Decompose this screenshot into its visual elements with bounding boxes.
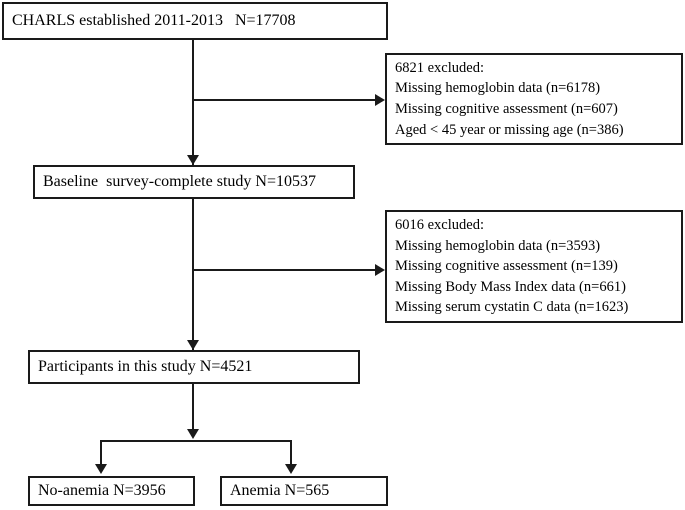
connector-included-to-fork <box>192 384 194 429</box>
excluded-2-line-4: Missing Body Mass Index data (n=661) <box>395 278 626 295</box>
fork-arm-left <box>100 440 102 466</box>
arrowhead-into-fork <box>187 429 199 439</box>
connector-baseline-to-included <box>192 199 194 350</box>
node-anemia: Anemia N=565 <box>220 476 388 506</box>
arrowhead-into-baseline <box>187 155 199 165</box>
arrowhead-into-included <box>187 340 199 350</box>
excluded-1-line-2: Missing hemoglobin data (n=6178) <box>395 80 601 97</box>
excluded-1-line-1: 6821 excluded: <box>395 59 484 76</box>
excluded-2-line-2: Missing hemoglobin data (n=3593) <box>395 237 601 254</box>
arrowhead-into-anemia <box>285 464 297 474</box>
node-baseline-label: Baseline survey-complete study N=10537 <box>43 172 316 190</box>
node-excluded-2: 6016 excluded: Missing hemoglobin data (… <box>385 210 683 323</box>
node-baseline: Baseline survey-complete study N=10537 <box>33 165 355 199</box>
node-excluded-1: 6821 excluded: Missing hemoglobin data (… <box>385 53 683 145</box>
excluded-2-line-5: Missing serum cystatin C data (n=1623) <box>395 299 629 316</box>
connector-cohort-to-excluded-1 <box>192 99 378 101</box>
node-cohort: CHARLS established 2011-2013 N=17708 <box>2 2 388 40</box>
excluded-2-line-3: Missing cognitive assessment (n=139) <box>395 258 618 275</box>
fork-arm-right <box>290 440 292 466</box>
node-no-anemia-label: No-anemia N=3956 <box>38 481 166 499</box>
arrowhead-into-no-anemia <box>95 464 107 474</box>
excluded-1-line-4: Aged < 45 year or missing age (n=386) <box>395 121 624 138</box>
node-included: Participants in this study N=4521 <box>28 350 360 384</box>
fork-horizontal-bar <box>100 440 292 442</box>
excluded-2-line-1: 6016 excluded: <box>395 217 484 234</box>
connector-cohort-to-baseline <box>192 40 194 165</box>
node-anemia-label: Anemia N=565 <box>230 481 330 499</box>
node-no-anemia: No-anemia N=3956 <box>28 476 195 506</box>
connector-baseline-to-excluded-2 <box>192 269 378 271</box>
arrowhead-into-excluded-2 <box>375 264 385 276</box>
node-included-label: Participants in this study N=4521 <box>38 357 253 375</box>
node-cohort-label: CHARLS established 2011-2013 N=17708 <box>12 11 296 29</box>
excluded-1-line-3: Missing cognitive assessment (n=607) <box>395 101 618 117</box>
arrowhead-into-excluded-1 <box>375 94 385 106</box>
